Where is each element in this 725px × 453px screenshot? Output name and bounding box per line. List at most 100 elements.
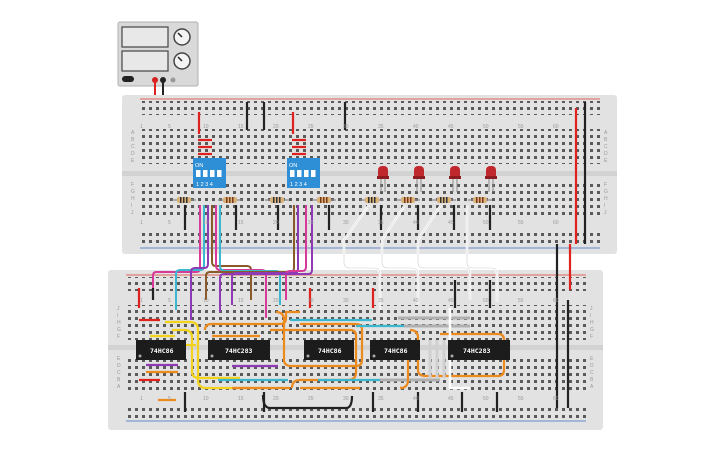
- row-letter: E: [590, 356, 594, 362]
- column-number: 15: [238, 124, 244, 130]
- row-letter: J: [590, 306, 593, 312]
- column-number: 20: [273, 220, 279, 226]
- chip-1-label: 74HC86: [150, 347, 174, 355]
- dip-switch-1[interactable]: ON 1 2 3 4: [193, 158, 226, 188]
- row-letter: B: [604, 137, 608, 143]
- chip-5[interactable]: 74HC283: [448, 340, 510, 360]
- row-letter: B: [590, 377, 594, 383]
- column-number: 1: [140, 220, 143, 226]
- column-number: 55: [518, 220, 524, 226]
- led-1[interactable]: [377, 166, 389, 192]
- row-letter: F: [604, 182, 607, 188]
- row-letter: I: [117, 313, 118, 319]
- row-letter: F: [590, 334, 593, 340]
- row-letter: D: [604, 151, 608, 157]
- row-letter: D: [117, 363, 121, 369]
- chip-1[interactable]: 74HC86: [136, 340, 186, 360]
- column-number: 20: [273, 298, 279, 304]
- row-letter: C: [117, 370, 121, 376]
- row-letter: E: [604, 158, 608, 164]
- column-number: 25: [308, 220, 314, 226]
- signal-wires: [152, 204, 572, 408]
- row-letter: H: [131, 196, 135, 202]
- column-number: 5: [168, 220, 171, 226]
- column-number: 1: [140, 124, 143, 130]
- column-number: 35: [378, 220, 384, 226]
- column-number: 5: [168, 396, 171, 402]
- column-number: 30: [343, 124, 349, 130]
- column-number: 5: [168, 124, 171, 130]
- column-number: 60: [553, 298, 559, 304]
- column-number: 40: [413, 124, 419, 130]
- column-number: 25: [308, 298, 314, 304]
- power-supply[interactable]: [117, 21, 199, 87]
- column-number: 10: [203, 396, 209, 402]
- column-number: 10: [203, 220, 209, 226]
- row-letter: J: [131, 210, 134, 216]
- board-labels: 1155101015152020252530303535404045455050…: [117, 124, 608, 402]
- resistor: [265, 197, 289, 203]
- chip-3-label: 74HC86: [318, 347, 342, 355]
- column-number: 30: [343, 396, 349, 402]
- resistor: [432, 197, 456, 203]
- column-number: 45: [448, 298, 454, 304]
- led-4[interactable]: [485, 166, 497, 192]
- row-letter: A: [590, 384, 594, 390]
- column-number: 55: [518, 124, 524, 130]
- column-number: 50: [483, 220, 489, 226]
- row-letter: B: [131, 137, 135, 143]
- resistor: [218, 197, 242, 203]
- dip-switch-2[interactable]: ON 1 2 3 4: [287, 158, 320, 188]
- column-number: 20: [273, 396, 279, 402]
- column-number: 10: [203, 298, 209, 304]
- bottom-wiring: [146, 308, 506, 410]
- row-letter: G: [590, 327, 594, 333]
- row-letter: C: [131, 144, 135, 150]
- led-2[interactable]: [413, 166, 425, 192]
- chip-4[interactable]: 74HC86: [370, 340, 420, 360]
- row-letter: J: [117, 306, 120, 312]
- row-letter: E: [131, 158, 135, 164]
- column-number: 35: [378, 124, 384, 130]
- dip-switch-1-on-label: ON: [195, 163, 203, 169]
- row-letter: C: [604, 144, 608, 150]
- resistor: [396, 197, 420, 203]
- row-letter: E: [117, 356, 121, 362]
- top-jumpers: [183, 102, 587, 244]
- chip-5-label: 74HC283: [463, 347, 490, 355]
- column-number: 35: [378, 298, 384, 304]
- chip-2[interactable]: 74HC283: [208, 340, 270, 360]
- resistor: [468, 197, 492, 203]
- column-number: 25: [308, 124, 314, 130]
- led-3[interactable]: [449, 166, 461, 192]
- row-letter: I: [590, 313, 591, 319]
- column-number: 45: [448, 396, 454, 402]
- resistor: [312, 197, 336, 203]
- column-number: 30: [343, 298, 349, 304]
- column-number: 45: [448, 124, 454, 130]
- chip-2-label: 74HC283: [225, 347, 252, 355]
- row-letter: A: [131, 130, 135, 136]
- chip-3[interactable]: 74HC86: [304, 340, 354, 360]
- row-letter: I: [131, 203, 132, 209]
- row-letter: H: [117, 320, 121, 326]
- row-letter: A: [604, 130, 608, 136]
- column-number: 15: [238, 220, 244, 226]
- column-number: 15: [238, 396, 244, 402]
- row-letter: H: [604, 196, 608, 202]
- column-number: 60: [553, 396, 559, 402]
- row-letter: D: [131, 151, 135, 157]
- column-number: 50: [483, 298, 489, 304]
- row-letter: F: [117, 334, 120, 340]
- column-number: 25: [308, 396, 314, 402]
- column-number: 20: [273, 124, 279, 130]
- dip-switch-1-pin-labels: 1 2 3 4: [196, 182, 213, 188]
- row-letter: A: [117, 384, 121, 390]
- chip-4-label: 74HC86: [384, 347, 408, 355]
- column-number: 5: [168, 298, 171, 304]
- column-number: 60: [553, 124, 559, 130]
- row-letter: C: [590, 370, 594, 376]
- column-number: 40: [413, 298, 419, 304]
- row-letter: G: [131, 189, 135, 195]
- column-number: 30: [343, 220, 349, 226]
